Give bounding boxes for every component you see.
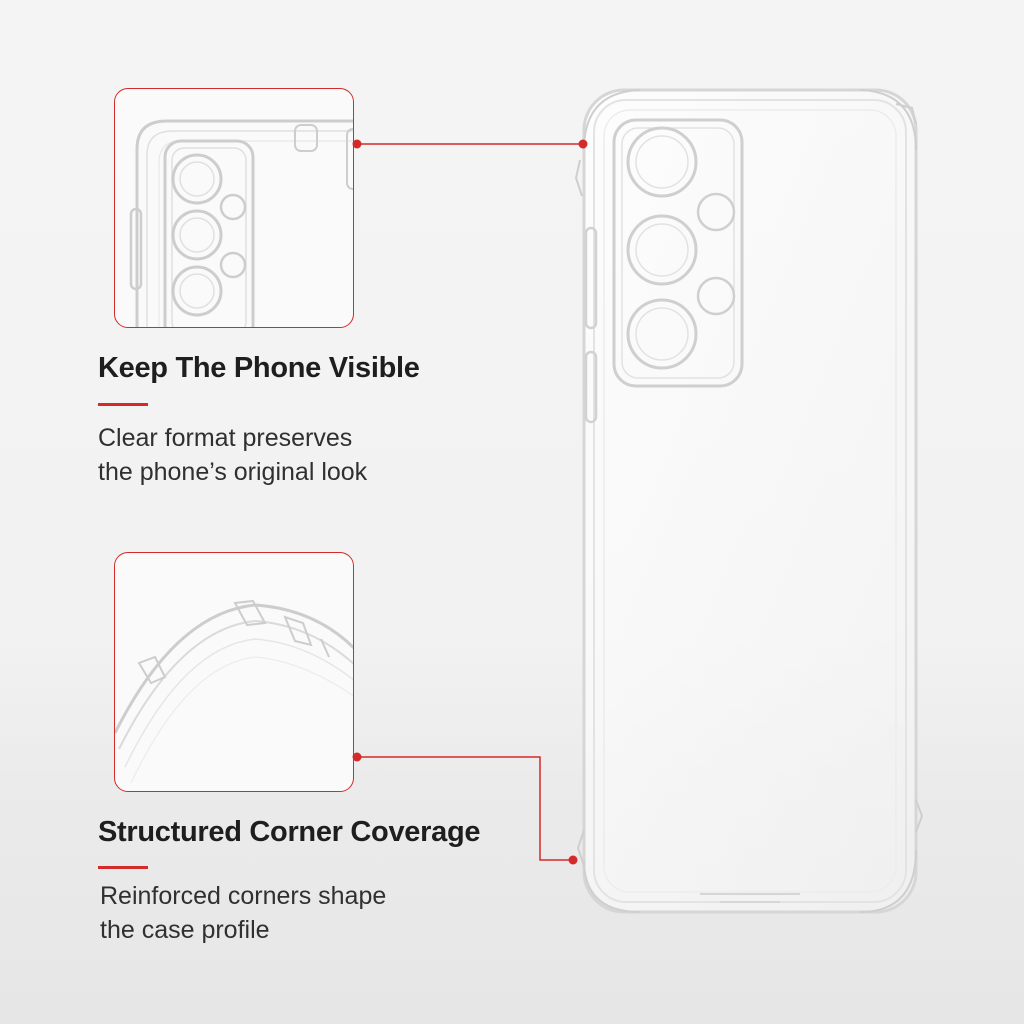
- bottom-edge-cutouts: [700, 893, 800, 903]
- description-line: the phone’s original look: [98, 458, 368, 486]
- corner-bumpers: [574, 89, 924, 913]
- accent-underline: [98, 403, 148, 406]
- callout-corner: [352, 752, 578, 865]
- accent-underline: [98, 866, 148, 869]
- feature-title-corners: Structured Corner Coverage: [98, 816, 481, 848]
- camera-closeup-illustration: [129, 119, 353, 327]
- description-line: Clear format preserves: [98, 424, 353, 452]
- feature-description-corners: Reinforced corners shape the case profil…: [100, 879, 386, 947]
- feature-title-visible: Keep The Phone Visible: [98, 352, 420, 384]
- description-line: the case profile: [100, 916, 270, 944]
- case-body: [582, 88, 918, 914]
- corner-closeup-illustration: [115, 599, 353, 784]
- side-button-covers: [584, 226, 598, 424]
- description-line: Reinforced corners shape: [100, 882, 387, 910]
- callout-camera: [352, 139, 588, 149]
- feature-description-visible: Clear format preserves the phone’s origi…: [98, 421, 367, 489]
- corner-closeup-frame: [114, 552, 354, 792]
- camera-closeup-frame: [114, 88, 354, 328]
- camera-module: [612, 118, 744, 388]
